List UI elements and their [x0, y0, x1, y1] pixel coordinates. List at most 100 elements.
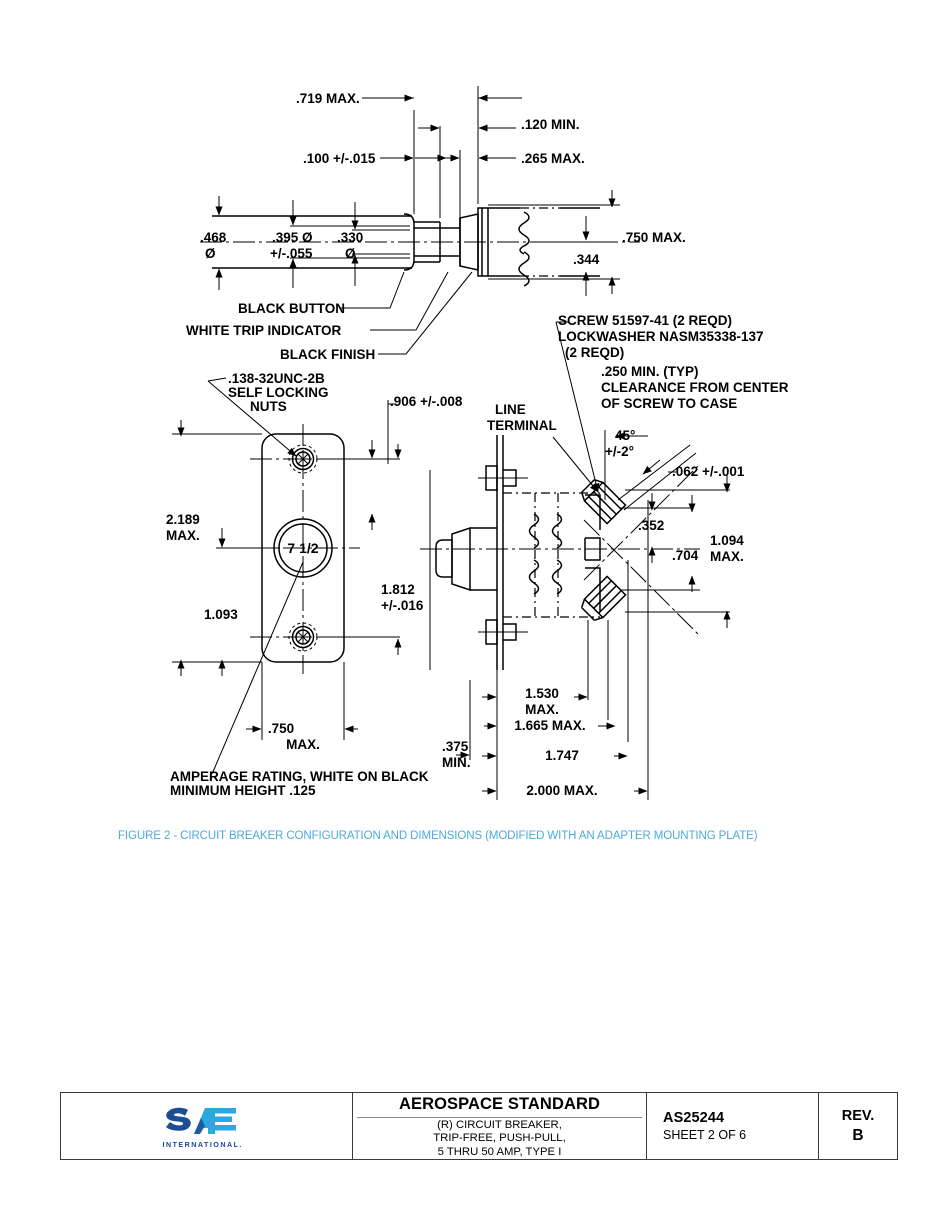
note-self-locking-nuts: .138-32UNC-2B SELF LOCKING NUTS — [207, 371, 329, 457]
doc-title-line-3: 5 THRU 50 AMP, TYPE I — [437, 1145, 562, 1158]
dim-330-text2: Ø — [345, 246, 356, 261]
dim-2189-text: 2.189 — [166, 512, 200, 527]
dim-1747-text: 1.747 — [545, 748, 579, 763]
sae-logo-mark — [165, 1107, 236, 1134]
note-screw-l3: (2 REQD) — [565, 345, 624, 360]
top-view-geometry — [200, 207, 640, 287]
dim-2189-text2: MAX. — [166, 528, 200, 543]
note-clearance-l1: .250 MIN. (TYP) — [601, 364, 699, 379]
sheet-number: SHEET 2 OF 6 — [663, 1128, 747, 1142]
dim-120: .120 MIN. — [418, 117, 580, 218]
dim-750-plate-text2: MAX. — [286, 737, 320, 752]
dim-375: .375 MIN. — [442, 680, 471, 770]
dim-344-text: .344 — [573, 252, 600, 267]
document-number: AS25244 — [663, 1110, 725, 1126]
dim-375-text2: MIN. — [442, 755, 471, 770]
doc-title-line-2: TRIP-FREE, PUSH-PULL, — [433, 1132, 566, 1145]
note-black-finish: BLACK FINISH — [280, 347, 375, 362]
dim-265-text: .265 MAX. — [521, 151, 585, 166]
figure-caption: FIGURE 2 - CIRCUIT BREAKER CONFIGURATION… — [118, 830, 758, 842]
dim-375-text: .375 — [442, 739, 469, 754]
revision-value: B — [852, 1126, 864, 1144]
dim-468-text: .468 — [200, 230, 227, 245]
dim-1094-text: 1.094 — [710, 533, 744, 548]
note-screw-l2: LOCKWASHER NASM35338-137 — [558, 329, 764, 344]
dim-719: .719 MAX. — [296, 86, 522, 214]
dim-704: .704 — [620, 495, 700, 592]
note-clearance-l2: CLEARANCE FROM CENTER — [601, 380, 789, 395]
dim-1530-text: 1.530 — [525, 686, 559, 701]
sae-logo: INTERNATIONAL. — [160, 1104, 254, 1149]
revision-label: REV. — [841, 1107, 875, 1124]
engineering-drawing: .ln{stroke:#000;stroke-width:1.5;fill:no… — [166, 86, 789, 800]
dim-1530-text2: MAX. — [525, 702, 559, 717]
dim-395-text: .395 Ø — [272, 230, 313, 245]
title-block-logo-cell: INTERNATIONAL. — [61, 1093, 353, 1159]
doc-title-line-1: (R) CIRCUIT BREAKER, — [437, 1118, 562, 1131]
dim-45-text: 45° — [615, 428, 635, 443]
note-line-terminal-l2: TERMINAL — [487, 418, 557, 433]
dim-750-top-text: .750 MAX. — [622, 230, 686, 245]
leader-black-finish: BLACK FINISH — [280, 271, 473, 362]
dim-352: .352 — [620, 493, 690, 563]
dim-062: .062 +/-.001 — [617, 444, 745, 511]
note-line-terminal: LINE TERMINAL — [487, 402, 599, 493]
dim-45deg: 45° +/-2° — [604, 428, 648, 500]
note-screw: SCREW 51597-41 (2 REQD) LOCKWASHER NASM3… — [555, 313, 764, 493]
dim-1665-text: 1.665 MAX. — [514, 718, 585, 733]
dim-1093: 1.093 — [204, 528, 280, 676]
dim-2189: 2.189 MAX. — [166, 420, 262, 676]
dim-468: .468 Ø — [200, 196, 227, 290]
title-block-number-cell: AS25244 SHEET 2 OF 6 — [647, 1093, 819, 1159]
note-amperage-l1: AMPERAGE RATING, WHITE ON BLACK — [170, 769, 429, 784]
dim-1812-text2: +/-.016 — [381, 598, 424, 613]
dim-100-text: .100 +/-.015 — [303, 151, 376, 166]
dim-395: .395 Ø +/-.055 — [270, 200, 313, 288]
title-block-revision-cell: REV. B — [819, 1093, 897, 1159]
dim-1812: 1.812 +/-.016 — [320, 440, 424, 655]
aerospace-standard-label: AEROSPACE STANDARD — [398, 1095, 601, 1114]
title-block-title-cell: AEROSPACE STANDARD (R) CIRCUIT BREAKER, … — [353, 1093, 647, 1159]
dim-45-text2: +/-2° — [605, 444, 634, 459]
dim-120-text: .120 MIN. — [521, 117, 580, 132]
sae-international-text: INTERNATIONAL. — [162, 1141, 243, 1149]
side-view-geometry — [420, 435, 701, 670]
note-clearance: .250 MIN. (TYP) CLEARANCE FROM CENTER OF… — [601, 364, 789, 411]
note-slnuts-l3: NUTS — [250, 399, 287, 414]
leader-white-trip-indicator: WHITE TRIP INDICATOR — [186, 271, 449, 338]
note-black-button: BLACK BUTTON — [238, 301, 345, 316]
leader-black-button: BLACK BUTTON — [238, 271, 405, 316]
rating-marking: 7 1/2 — [287, 540, 318, 556]
dim-1812-text: 1.812 — [381, 582, 415, 597]
dim-719-text: .719 MAX. — [296, 91, 360, 106]
note-amperage-rating: AMPERAGE RATING, WHITE ON BLACK MINIMUM … — [170, 769, 429, 798]
note-slnuts-l2: SELF LOCKING — [228, 385, 329, 400]
dim-062-text: .062 +/-.001 — [672, 464, 745, 479]
dim-352-text: .352 — [638, 518, 664, 533]
title-block: INTERNATIONAL. AEROSPACE STANDARD (R) CI… — [60, 1092, 898, 1160]
note-slnuts-l1: .138-32UNC-2B — [228, 371, 325, 386]
note-white-trip: WHITE TRIP INDICATOR — [186, 323, 342, 338]
dim-468-text2: Ø — [205, 246, 216, 261]
dim-906: .906 +/-.008 — [387, 394, 463, 670]
dim-2000-text: 2.000 MAX. — [526, 783, 597, 798]
dim-330-text: .330 — [337, 230, 363, 245]
aerospace-standard-row: AEROSPACE STANDARD — [357, 1093, 642, 1118]
dim-330: .330 Ø — [337, 202, 363, 286]
note-line-terminal-l1: LINE — [495, 402, 526, 417]
dim-704-text: .704 — [672, 548, 699, 563]
dim-1094-text2: MAX. — [710, 549, 744, 564]
dim-100: .100 +/-.015 — [303, 150, 461, 222]
dim-750-plate: .750 MAX. — [246, 662, 358, 752]
document-title-rows: (R) CIRCUIT BREAKER, TRIP-FREE, PUSH-PUL… — [353, 1118, 646, 1159]
dim-1093-text: 1.093 — [204, 607, 238, 622]
dim-344: .344 — [540, 216, 600, 296]
dim-750-plate-text: .750 — [268, 721, 294, 736]
dim-906-text: .906 +/-.008 — [390, 394, 463, 409]
note-screw-l1: SCREW 51597-41 (2 REQD) — [558, 313, 732, 328]
dim-1094: 1.094 MAX. — [625, 474, 744, 628]
dim-395-text2: +/-.055 — [270, 246, 313, 261]
note-amperage-l2: MINIMUM HEIGHT .125 — [170, 783, 316, 798]
dim-750-top: .750 MAX. — [488, 190, 686, 294]
